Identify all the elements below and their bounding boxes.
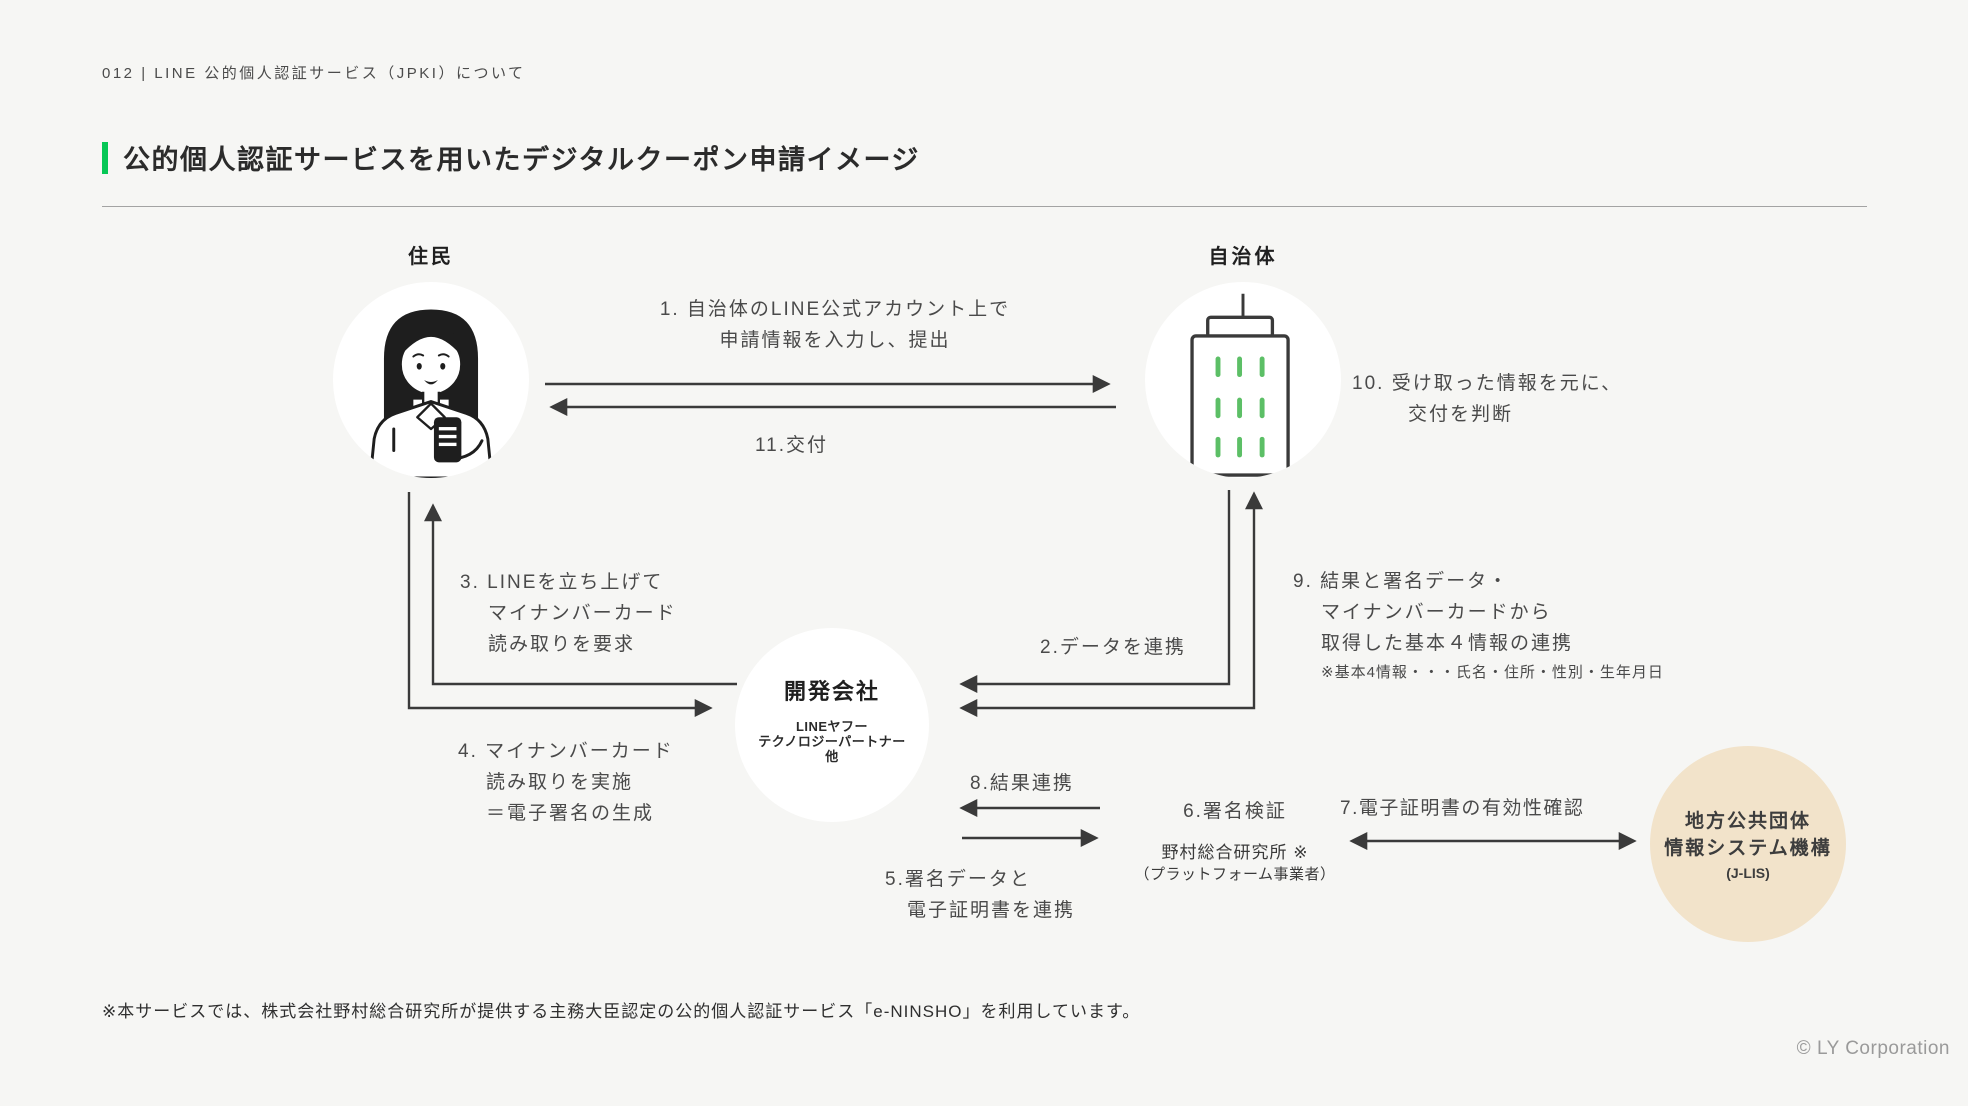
platform-operator-block: 6.署名検証 野村総合研究所 ※ （プラットフォーム事業者） [1125, 796, 1345, 885]
step-9-footnote: ※基本4情報・・・氏名・住所・性別・生年月日 [1321, 664, 1664, 681]
jlis-label-line: 地方公共団体 [1684, 811, 1811, 832]
step-10-label: 10. 受け取った情報を元に、 交付を判断 [1352, 373, 1623, 425]
resident-person-icon [368, 309, 494, 478]
title-accent-bar [102, 141, 108, 174]
platform-operator-role: （プラットフォーム事業者） [1134, 866, 1336, 883]
jlis-circle: 地方公共団体 情報システム機構 (J-LIS) [1650, 746, 1846, 942]
page-title: 公的個人認証サービスを用いたデジタルクーポン申請イメージ [123, 145, 920, 175]
step-6-label: 6.署名検証 [1183, 801, 1287, 822]
municipality-label: 自治体 [1208, 246, 1278, 268]
jlis-label-line: 情報システム機構 [1664, 838, 1832, 859]
step-3-label: 3. LINEを立ち上げて マイナンバーカード 読み取りを要求 [460, 572, 677, 655]
service-footnote: ※本サービスでは、株式会社野村総合研究所が提供する主務大臣認定の公的個人認証サー… [102, 1002, 1141, 1021]
step-1-label: 1. 自治体のLINE公式アカウント上で 申請情報を入力し、提出 [659, 299, 1011, 351]
step-7-label: 7.電子証明書の有効性確認 [1340, 798, 1585, 819]
developer-sub-line: 他 [825, 749, 839, 764]
platform-operator-name: 野村総合研究所 ※ [1161, 843, 1309, 862]
step-4-label: 4. マイナンバーカード 読み取りを実施 ＝電子署名の生成 [458, 741, 674, 824]
step-8-label: 8.結果連携 [970, 773, 1074, 794]
jlis-abbreviation: (J-LIS) [1726, 865, 1770, 881]
developer-sub-line: テクノロジーパートナー [758, 734, 906, 749]
developer-sub-line: LINEヤフー [795, 719, 869, 734]
developer-circle: 開発会社 LINEヤフー テクノロジーパートナー 他 [735, 628, 929, 822]
step-2-label: 2.データを連携 [1040, 637, 1186, 658]
title-block: 公的個人認証サービスを用いたデジタルクーポン申請イメージ [102, 138, 920, 177]
developer-label: 開発会社 [783, 679, 880, 704]
step-5-label: 5.署名データと 電子証明書を連携 [885, 869, 1076, 921]
step-11-label: 11.交付 [755, 435, 829, 456]
arrow-step9-up-to-municipality [959, 491, 1263, 717]
municipality-circle [1145, 282, 1341, 478]
resident-label: 住民 [408, 246, 454, 268]
step-9-label: 9. 結果と署名データ・ マイナンバーカードから 取得した基本４情報の連携 ※基… [1293, 566, 1664, 684]
page-header: 012 | LINE 公的個人認証サービス（JPKI）について [102, 65, 526, 82]
municipality-building-icon [1190, 293, 1290, 477]
resident-circle [333, 282, 529, 478]
copyright: © LY Corporation [1796, 1038, 1950, 1059]
title-divider [102, 206, 1867, 207]
